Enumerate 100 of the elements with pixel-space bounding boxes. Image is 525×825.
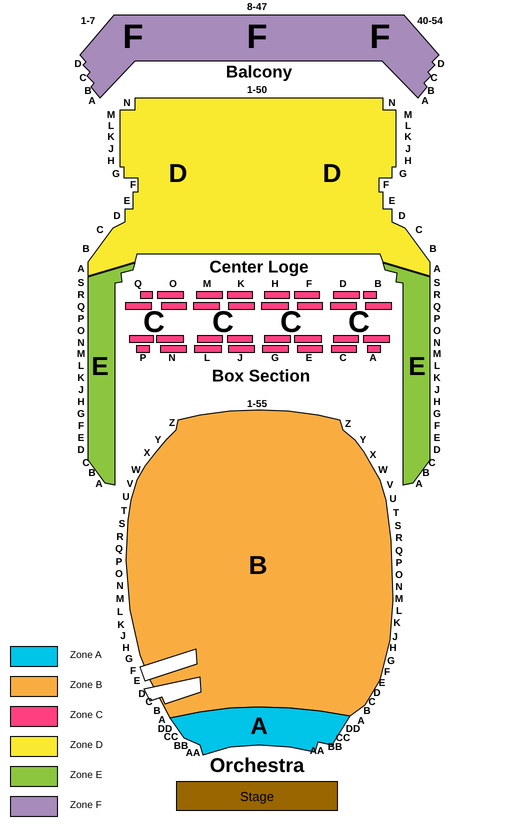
seat-range: 1-55 [247,400,267,410]
row-letter: H [389,644,397,654]
area-name: Center Loge [209,258,309,276]
row-letter: O [77,327,85,337]
box-seat [297,345,323,353]
box-letter: Q [134,280,142,290]
box-seat [264,291,290,299]
box-seat [333,335,359,343]
row-letter: M [404,111,412,121]
row-letter: P [396,559,402,569]
box-letter: F [306,280,312,290]
row-letter: F [130,181,136,191]
box-letter: B [374,280,382,290]
row-letter: C [430,74,438,84]
box-letter: L [204,354,210,364]
section-letter: F [370,20,390,54]
row-letter: F [78,422,84,432]
row-letter: K [77,374,85,384]
row-letter: M [116,595,124,605]
row-letter: X [370,451,376,461]
row-letter: J [78,386,84,396]
row-letter: O [433,327,441,337]
row-letter: E [124,197,130,207]
box-seat [297,302,323,310]
box-seat [294,291,320,299]
row-letter: Q [77,303,85,313]
section-letter: C [212,308,234,338]
row-letter: B [363,707,371,717]
section-letter: D [322,160,342,186]
row-letter: F [130,667,136,677]
box-seat [262,345,289,353]
row-letter: D [138,690,146,700]
row-letter: R [116,533,124,543]
row-letter: J [108,145,114,155]
row-letter: T [392,509,400,519]
row-letter: O [395,571,403,581]
row-letter: Z [168,419,176,429]
section-letter: C [143,308,165,338]
box-letter: H [271,280,279,290]
box-letter: N [168,354,176,364]
box-seat [196,291,223,299]
row-letter: B [82,245,90,255]
row-letter: C [79,74,87,84]
row-letter: M [432,350,442,360]
row-letter: H [433,398,441,408]
box-seat [363,335,390,343]
row-letter: D [74,60,82,70]
box-letter: E [306,354,312,364]
box-letter: A [369,354,377,364]
seat-range: 8-47 [247,3,267,13]
box-seat [261,302,289,310]
row-letter: C [368,698,376,708]
row-letter: E [134,677,140,687]
row-letter: Z [344,420,352,430]
box-letter: M [202,280,212,290]
row-letter: K [393,619,401,629]
box-letter: G [271,354,279,364]
box-seat [193,302,220,310]
box-seat [156,335,184,343]
box-seat [125,302,152,310]
row-letter: N [395,583,403,593]
box-seat [333,291,360,299]
box-seat [160,345,187,353]
seat-range: 40-54 [417,17,443,27]
box-seat [294,335,322,343]
section-letter: B [248,552,268,578]
area-name: Orchestra [210,756,304,776]
row-letter: Y [360,436,366,446]
row-letter: N [433,339,441,349]
row-letter: L [434,362,440,372]
row-letter: K [433,374,441,384]
row-letter: A [415,480,423,490]
box-seat [228,345,255,353]
row-letter: Y [154,436,162,446]
box-letter: D [339,280,347,290]
row-letter: L [78,362,84,372]
row-letter: V [126,480,134,490]
row-letter: D [77,446,85,456]
row-letter: B [88,469,96,479]
row-letter: R [395,534,403,544]
row-letter: M [394,595,404,605]
row-letter: CC [164,733,178,743]
row-letter: G [387,657,395,667]
legend-label: Zone F [70,800,102,811]
row-letter: A [95,480,103,490]
stage: Stage [176,781,338,811]
row-letter: F [384,668,390,678]
box-seat [197,335,223,343]
section-letter: E [408,353,426,379]
box-seat [367,345,381,353]
seat-range: 1-7 [80,17,96,27]
section-letter: F [122,20,144,54]
row-letter: G [112,170,120,180]
row-letter: M [76,350,86,360]
row-letter: A [158,716,166,726]
row-letter: Q [433,303,441,313]
row-letter: H [107,157,115,167]
row-letter: P [78,315,84,325]
area-name: Balcony [226,64,292,80]
row-letter: C [145,698,153,708]
